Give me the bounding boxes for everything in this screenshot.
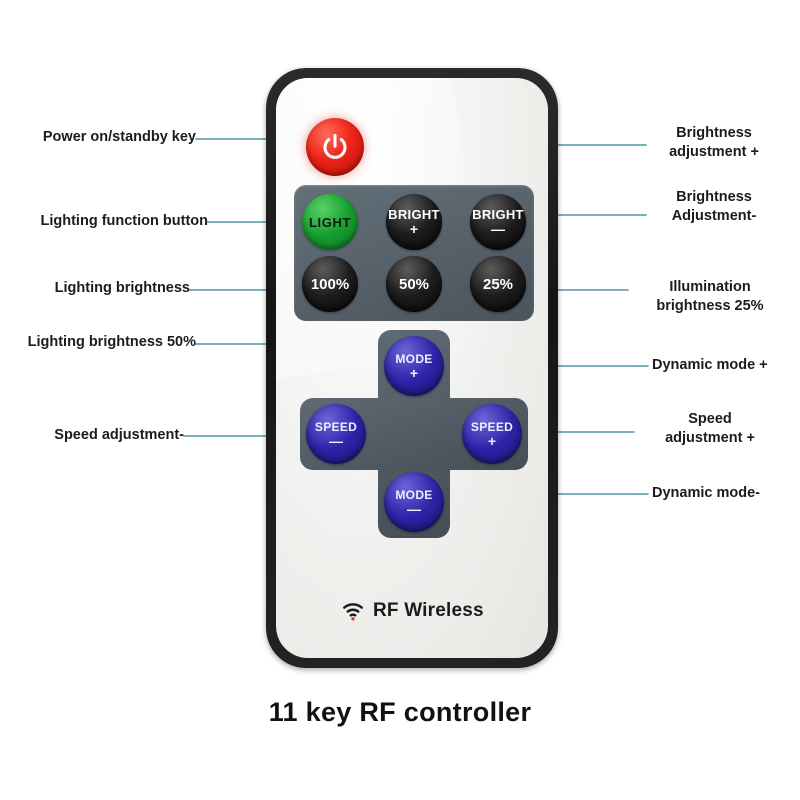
callout-lighting-brightness: Lighting brightness — [54, 280, 190, 296]
bright-plus-sign: + — [409, 221, 419, 237]
callout-lighting-function-button: Lighting function button — [40, 213, 209, 229]
callout-illumination-brightness-25: Illumination brightness 25% — [656, 279, 764, 314]
rf-wireless-branding: RF Wireless — [342, 600, 484, 622]
brightness-25-button[interactable]: 25% — [470, 256, 526, 312]
mode-plus-sign: + — [409, 364, 419, 381]
brightness-50-button[interactable]: 50% — [386, 256, 442, 312]
speed-plus-button[interactable]: SPEED + — [462, 404, 522, 464]
bright-minus-button[interactable]: BRIGHT — — [470, 194, 526, 250]
rf-wireless-label: RF Wireless — [373, 600, 484, 621]
brightness-100-button[interactable]: 100% — [302, 256, 358, 312]
mode-minus-button[interactable]: MODE — — [384, 472, 444, 532]
bright-minus-sign: — — [491, 221, 505, 237]
wifi-icon — [343, 603, 363, 621]
speed-minus-sign: — — [329, 432, 343, 449]
speed-minus-button[interactable]: SPEED — — [306, 404, 366, 464]
speed-plus-sign: + — [487, 432, 497, 449]
mode-plus-button[interactable]: MODE + — [384, 336, 444, 396]
callout-brightness-adjustment-plus: Brightness adjustment + — [669, 125, 759, 160]
power-icon — [323, 133, 347, 159]
bright-plus-button[interactable]: BRIGHT + — [386, 194, 442, 250]
callout-speed-adjustment-minus: Speed adjustment- — [54, 427, 184, 443]
brightness-25-label: 25% — [482, 275, 514, 293]
mode-plus-label: MODE — [395, 351, 433, 366]
light-button[interactable]: LIGHT — [302, 194, 358, 250]
brightness-100-label: 100% — [310, 275, 350, 293]
callout-lighting-brightness-50: Lighting brightness 50% — [27, 334, 196, 350]
callout-speed-adjustment-plus: Speed adjustment + — [665, 411, 755, 446]
speed-plus-label: SPEED — [470, 419, 514, 434]
speed-minus-label: SPEED — [314, 419, 358, 434]
callout-dynamic-mode-minus: Dynamic mode- — [652, 485, 760, 501]
callout-brightness-adjustment-minus: Brightness Adjustment- — [671, 189, 757, 224]
mode-minus-label: MODE — [395, 487, 433, 502]
bright-plus-label: BRIGHT — [388, 207, 440, 222]
dpad-cluster: MODE + SPEED — SPEED + MODE — — [300, 330, 528, 538]
callout-dynamic-mode-plus: Dynamic mode + — [652, 357, 768, 373]
power-key[interactable] — [306, 118, 364, 176]
upper-keypad-panel: LIGHT BRIGHT + BRIGHT — 100% 50% 25% — [294, 185, 534, 321]
mode-minus-sign: — — [407, 500, 421, 517]
brightness-50-label: 50% — [398, 275, 430, 293]
page-title: 11 key RF controller — [268, 697, 532, 727]
bright-minus-label: BRIGHT — [472, 207, 524, 222]
light-button-label: LIGHT — [309, 214, 351, 230]
callout-power-on-standby-key: Power on/standby key — [42, 129, 196, 145]
